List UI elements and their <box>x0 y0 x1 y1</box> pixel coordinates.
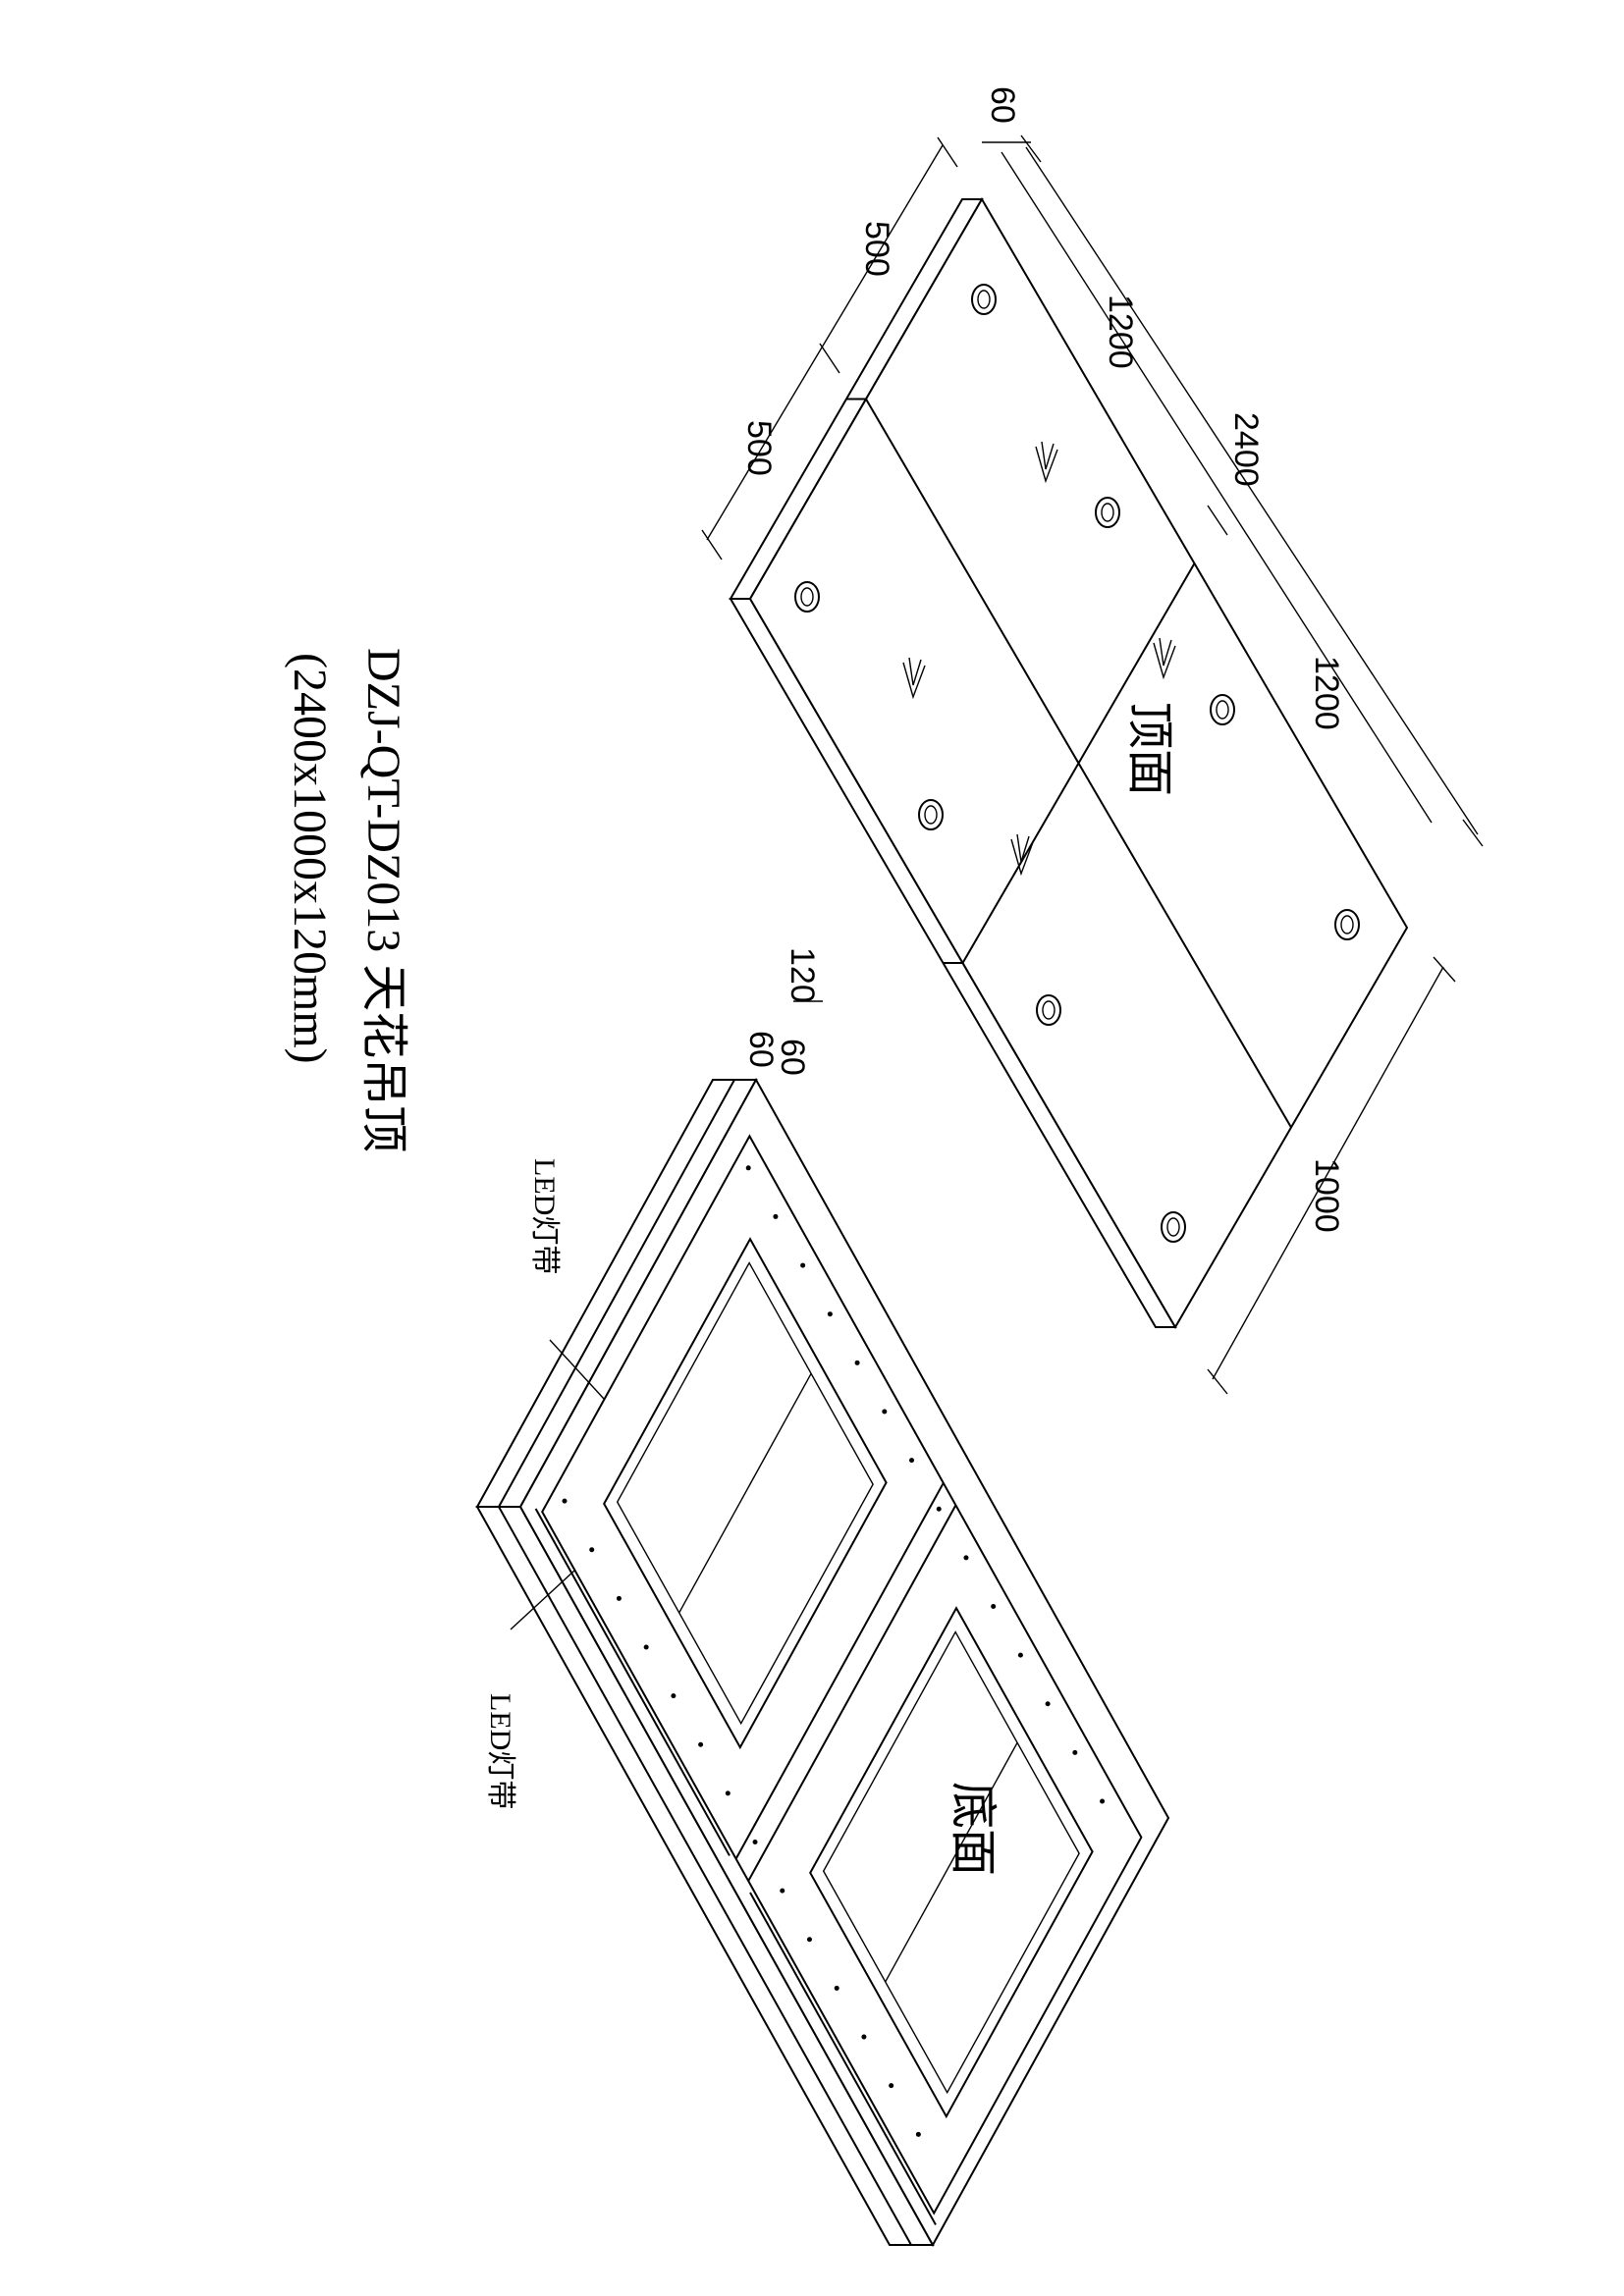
mounting-hole <box>1095 497 1120 528</box>
dim-tick <box>937 136 958 168</box>
dim-tick <box>701 529 723 561</box>
screw-dot <box>991 1603 997 1609</box>
window-inner <box>822 1630 1080 2095</box>
dim-length-b: 1200 <box>1308 656 1345 730</box>
mounting-hole-inner <box>1101 503 1114 522</box>
screw-dot <box>889 2083 894 2089</box>
bottom-panel <box>475 1077 1170 2248</box>
window-inner <box>616 1261 874 1726</box>
frame-divider <box>734 1482 945 1860</box>
screw-dot <box>854 1360 860 1365</box>
leader-line <box>549 1339 605 1400</box>
dim-length-total: 2400 <box>1227 412 1265 487</box>
layer-line <box>498 1506 912 2246</box>
led-strip <box>749 1892 937 2225</box>
screw-dot <box>725 1790 731 1796</box>
screw-dot <box>806 1937 812 1943</box>
mounting-hole <box>1036 994 1061 1026</box>
direction-arrow-icon <box>1010 833 1034 877</box>
screw-dot <box>773 1213 779 1219</box>
screw-dot <box>745 1165 751 1171</box>
screw-dot <box>800 1262 806 1268</box>
screw-dot <box>780 1888 785 1894</box>
window-mullion <box>678 1372 812 1614</box>
screw-dot <box>671 1693 677 1699</box>
drawing-size: (2400x1000x120mm) <box>284 653 336 1064</box>
mounting-hole-inner <box>800 587 814 607</box>
dim-line-1000 <box>1212 966 1444 1380</box>
mounting-hole-inner <box>1166 1217 1180 1237</box>
screw-dot <box>643 1644 649 1650</box>
dim-height: 120 <box>784 947 821 1003</box>
dim-line-2400 <box>1025 146 1479 835</box>
dim-line-500 <box>706 144 944 541</box>
dim-width-b: 500 <box>740 420 778 476</box>
window-opening <box>809 1606 1094 2119</box>
window-mullion <box>885 1741 1018 1983</box>
dim-layer-b: 60 <box>742 1031 780 1068</box>
screw-dot <box>861 2034 867 2040</box>
dimension-lines <box>510 134 1484 1630</box>
dim-length-a: 1200 <box>1102 294 1139 369</box>
mounting-hole-inner <box>1042 1000 1056 1020</box>
dim-tick <box>1433 956 1456 983</box>
layer-line <box>498 1079 735 1508</box>
dim-thickness: 60 <box>984 86 1021 124</box>
dim-tick <box>1207 1368 1228 1395</box>
mounting-hole-inner <box>1216 700 1229 720</box>
direction-arrow-icon <box>1153 637 1176 680</box>
frame-divider <box>747 1504 957 1882</box>
leader-line <box>510 1570 575 1630</box>
dim-tick <box>1462 819 1484 847</box>
screw-dot <box>827 1311 833 1317</box>
screw-dot <box>963 1555 969 1561</box>
dim-tick <box>1207 505 1228 536</box>
screw-dot <box>882 1409 888 1415</box>
dim-layer-a: 60 <box>774 1039 811 1076</box>
screw-dot <box>562 1498 568 1504</box>
dim-width-a: 500 <box>858 221 895 277</box>
screw-dot <box>698 1741 704 1747</box>
mounting-hole <box>1210 694 1235 725</box>
mounting-hole-inner <box>924 805 938 825</box>
mounting-hole-inner <box>1340 915 1354 934</box>
panel-seam <box>961 562 1196 964</box>
mounting-hole <box>1334 909 1360 940</box>
screw-dot <box>616 1595 622 1601</box>
screw-dot <box>936 1506 942 1512</box>
drawing-title: DZJ-QT-DZ013 天花吊顶 <box>357 648 409 1152</box>
top-face-label: 顶面 <box>1122 702 1177 796</box>
mounting-hole <box>971 284 997 315</box>
screw-dot <box>915 2131 921 2137</box>
screw-dot <box>834 1985 839 1991</box>
mounting-hole-inner <box>977 290 991 309</box>
dim-tick <box>819 343 840 374</box>
direction-arrow-icon <box>1035 441 1058 484</box>
frame-rim <box>541 1134 1143 2216</box>
mounting-hole <box>794 581 820 613</box>
direction-arrow-icon <box>902 657 926 700</box>
window-opening <box>603 1237 888 1750</box>
screw-dot <box>909 1458 915 1464</box>
mounting-hole <box>1161 1211 1186 1243</box>
led-strip-callout-1: LED灯带 <box>528 1158 561 1274</box>
top-panel <box>729 197 1409 1329</box>
dim-width-total: 1000 <box>1308 1158 1345 1233</box>
dim-line-1200 <box>1001 151 1433 824</box>
screw-dot <box>1100 1798 1106 1804</box>
screw-dot <box>589 1547 595 1553</box>
screw-dot <box>1072 1749 1078 1755</box>
bottom-face-label: 底面 <box>946 1782 1001 1876</box>
screw-dot <box>1045 1701 1051 1707</box>
dim-tick <box>1020 134 1042 163</box>
led-strip <box>534 1508 731 1856</box>
screw-dot <box>752 1840 758 1845</box>
mounting-hole <box>918 799 944 830</box>
led-strip-callout-2: LED灯带 <box>484 1693 516 1809</box>
screw-dot <box>1017 1652 1023 1658</box>
